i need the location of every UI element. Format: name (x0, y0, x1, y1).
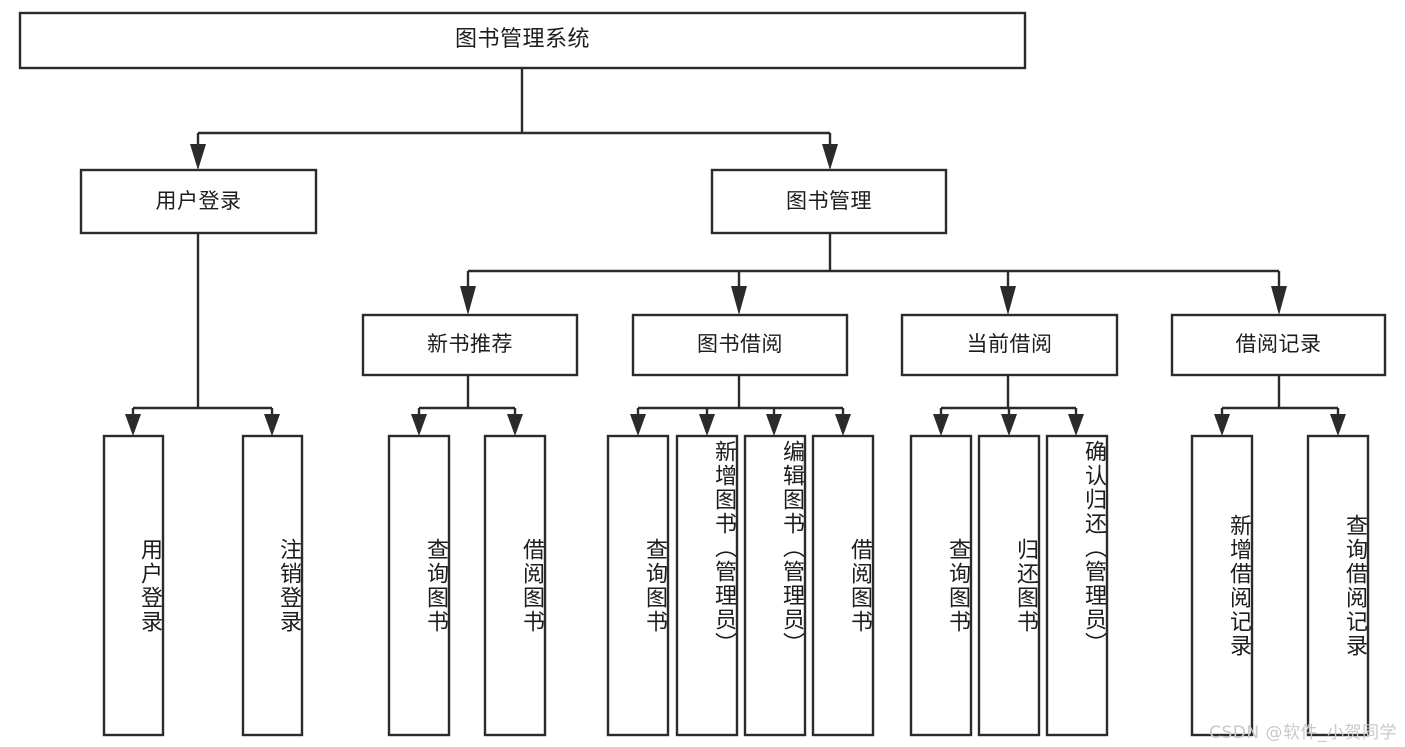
leaf-label-add-borrow-record: 新增借阅记录 (1226, 513, 1251, 658)
arrowhead-nb-leaf-1 (411, 414, 427, 436)
arrowhead-user-login (190, 144, 206, 170)
leaf-box-query-book-bb[interactable] (606, 434, 670, 737)
node-label-current-borrow: 当前借阅 (966, 332, 1053, 357)
node-box-new-book-recommend[interactable] (361, 313, 579, 377)
leaf-box-add-book-admin[interactable] (675, 434, 739, 737)
leaf-label-logout: 注销登录 (276, 537, 301, 634)
node-box-current-borrow[interactable] (900, 313, 1119, 377)
arrowhead-leaf-logout (264, 414, 280, 436)
leaf-label-confirm-return-admin: 确认归还（管理员） (1081, 440, 1106, 656)
leaf-label-user-login: 用户登录 (137, 537, 162, 634)
arrowhead-cb-leaf-2 (1001, 414, 1017, 436)
leaf-label-edit-book-admin: 编辑图书（管理员） (779, 440, 804, 656)
leaf-label-query-book-bb: 查询图书 (642, 537, 667, 634)
leaf-box-query-borrow-record[interactable] (1306, 434, 1370, 737)
arrowhead-br-leaf-2 (1330, 414, 1346, 436)
leaf-label-query-book-cb: 查询图书 (945, 537, 970, 634)
node-label-root: 图书管理系统 (454, 27, 590, 53)
leaf-box-query-book-nb[interactable] (387, 434, 451, 737)
node-box-book-borrow[interactable] (631, 313, 849, 377)
node-label-new-book-recommend: 新书推荐 (427, 332, 513, 357)
arrowhead-book-manage (822, 144, 838, 170)
leaf-label-borrow-book-bb: 借阅图书 (847, 537, 872, 634)
arrowhead-bb-leaf-3 (766, 414, 782, 436)
leaf-label-borrow-book-nb: 借阅图书 (519, 537, 544, 634)
arrowhead-br-leaf-1 (1214, 414, 1230, 436)
node-label-book-manage: 图书管理 (786, 188, 872, 213)
node-box-user-login[interactable] (79, 168, 318, 235)
leaf-label-query-book-nb: 查询图书 (423, 537, 448, 634)
arrowhead-current-borrow (1000, 286, 1016, 315)
leaf-box-return-book[interactable] (977, 434, 1041, 737)
arrowhead-bb-leaf-4 (835, 414, 851, 436)
arrowhead-bb-leaf-2 (699, 414, 715, 436)
node-label-borrow-record: 借阅记录 (1235, 332, 1322, 357)
leaf-box-borrow-book-nb[interactable] (483, 434, 547, 737)
leaf-box-logout[interactable] (241, 434, 304, 737)
arrowhead-leaf-user-login (125, 414, 141, 436)
leaf-box-borrow-book-bb[interactable] (811, 434, 875, 737)
leaf-box-query-book-cb[interactable] (909, 434, 973, 737)
arrowhead-bb-leaf-1 (630, 414, 646, 436)
node-box-book-manage[interactable] (710, 168, 948, 235)
node-label-user-login: 用户登录 (155, 188, 242, 213)
leaf-box-user-login[interactable] (102, 434, 165, 737)
arrowhead-new-book (460, 286, 476, 315)
arrowhead-cb-leaf-1 (933, 414, 949, 436)
arrowhead-book-borrow (731, 286, 747, 315)
leaf-label-query-borrow-record: 查询借阅记录 (1342, 513, 1367, 658)
leaf-label-add-book-admin: 新增图书（管理员） (711, 440, 736, 656)
leaf-label-return-book: 归还图书 (1013, 537, 1038, 634)
arrowhead-borrow-record (1271, 286, 1287, 315)
arrowhead-cb-leaf-3 (1068, 414, 1084, 436)
leaf-box-confirm-return-admin[interactable] (1045, 434, 1109, 737)
leaf-box-add-borrow-record[interactable] (1190, 434, 1254, 737)
leaf-box-edit-book-admin[interactable] (743, 434, 807, 737)
arrowhead-nb-leaf-2 (507, 414, 523, 436)
node-label-book-borrow: 图书借阅 (697, 332, 783, 357)
node-box-root[interactable] (18, 11, 1027, 70)
